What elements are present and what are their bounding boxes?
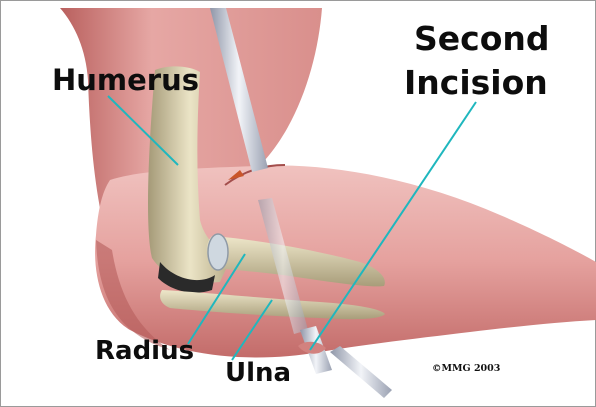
ulna-label: Ulna	[225, 360, 291, 386]
radius-label: Radius	[95, 338, 194, 364]
second-incision-label-line1: Second	[414, 22, 532, 55]
copyright-notice: ©MMG 2003	[432, 364, 500, 374]
second-incision-label-line2: Incision	[404, 66, 542, 99]
humerus-label: Humerus	[52, 66, 199, 95]
